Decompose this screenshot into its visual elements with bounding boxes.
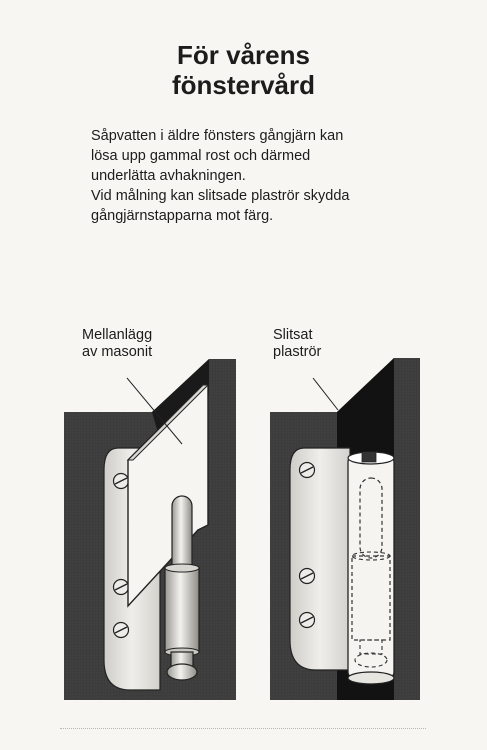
right-hinge-figure [270, 358, 420, 700]
paragraph-line-4: Vid målning kan slitsade plaströr skydda [91, 188, 350, 204]
right-leader-line [312, 377, 339, 411]
right-hinge-leaf [289, 447, 351, 671]
right-figure-caption: Slitsat plaströr [273, 327, 321, 361]
bottom-divider [60, 728, 426, 729]
paragraph-line-3: underlätta avhakningen. [91, 168, 246, 184]
title-line-2: fönstervård [171, 70, 316, 100]
instruction-paragraph: Såpvatten i äldre fönsters gångjärn kan … [91, 126, 421, 226]
slotted-plastic-tube [347, 451, 395, 685]
right-screw-1 [298, 461, 316, 479]
paragraph-line-5: gångjärnstapparna mot färg. [91, 208, 274, 224]
right-screw-3 [298, 611, 316, 629]
paragraph-line-1: Såpvatten i äldre fönsters gångjärn kan [91, 128, 344, 144]
left-caption-line-1: Mellanlägg [82, 327, 153, 343]
left-screw-3 [112, 621, 130, 639]
left-hinge-pin [164, 495, 200, 681]
left-leader-line [126, 377, 183, 445]
paragraph-line-2: lösa upp gammal rost och därmed [91, 148, 311, 164]
right-caption-line-1: Slitsat [273, 327, 313, 343]
title-line-1: För vårens [177, 40, 310, 70]
left-frame-edge [152, 359, 209, 440]
left-screw-1 [112, 472, 130, 490]
left-screw-2 [112, 578, 130, 596]
left-figure-caption: Mellanlägg av masonit [82, 327, 152, 361]
right-screw-2 [298, 567, 316, 585]
left-caption-line-2: av masonit [82, 344, 153, 360]
left-hinge-figure [64, 359, 236, 700]
right-caption-line-2: plaströr [273, 344, 322, 360]
page-title: För vårens fönstervård [0, 40, 487, 100]
